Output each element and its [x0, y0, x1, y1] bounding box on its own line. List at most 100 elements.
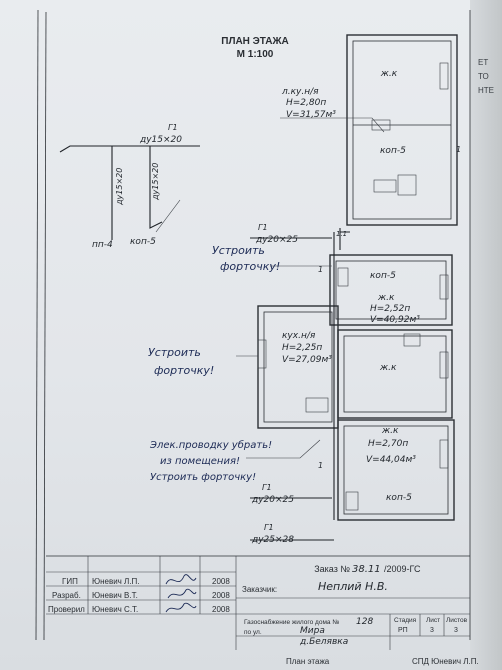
row3-role: Проверил — [48, 605, 85, 614]
note-meter-line1: Элек.проводку убрать! — [149, 439, 272, 451]
room4-label: ж.к — [379, 363, 397, 373]
heater-room5 — [345, 491, 359, 511]
customer-label: Заказчик: — [242, 585, 277, 594]
edge-fragment-3: НТЕ — [478, 86, 494, 95]
note-vent-2-line2: форточку! — [154, 364, 214, 377]
wall-block-room5-inner — [343, 425, 449, 515]
signature-2 — [167, 588, 197, 599]
project-house: 128 — [356, 617, 373, 627]
sheet-value: 3 — [430, 627, 434, 634]
room5-heater: коп-5 — [386, 493, 412, 503]
room3-volume: V=27,09м³ — [282, 355, 332, 365]
stage-head: Стадия — [394, 617, 417, 624]
boiler-unit — [397, 174, 417, 196]
signature-1 — [165, 574, 197, 585]
room5-volume: V=44,04м³ — [366, 455, 416, 465]
pipe-dy25x28: дy25×28 — [251, 535, 294, 545]
order-year: /2009-ГС — [384, 564, 421, 574]
title-block-right-cols — [389, 614, 445, 650]
leader-meter-note — [246, 439, 321, 459]
leader-top-room — [280, 117, 385, 133]
pipe-g1-mid: Г1 — [258, 223, 268, 232]
room5-height: H=2,70п — [368, 439, 408, 449]
sheets-head: Листов — [446, 617, 468, 624]
stove-kitchen — [305, 397, 329, 413]
pipe-dy20x25-low: дy20×25 — [251, 495, 294, 505]
window-kitchen — [257, 339, 267, 369]
title-block: Заказ № 38.11 /2009-ГС ГИП Юневич Л.П. 2… — [46, 555, 479, 666]
pipe-dy15x20: дy15×20 — [139, 135, 182, 145]
room2-label: ж.к — [377, 293, 395, 303]
window-room4 — [439, 351, 449, 379]
left-edge-line — [35, 9, 39, 641]
stage-value: РП — [398, 627, 408, 634]
wall-block-top — [346, 34, 458, 226]
window-top — [439, 62, 449, 90]
window-room5 — [439, 439, 449, 469]
drawing-name: План этажа — [286, 657, 330, 666]
row1-name: Юневич Л.П. — [92, 577, 140, 586]
note-vent-1-line2: форточку! — [220, 260, 280, 273]
wall-block-room4-inner — [343, 335, 447, 413]
room2-height: H=2,52п — [370, 304, 410, 314]
pipe-g1-bottom: Г1 — [264, 523, 274, 532]
room2-heater: коп-5 — [370, 271, 396, 281]
edge-fragment-2: ТО — [478, 72, 489, 81]
wall-block-kitchen-inner — [263, 311, 333, 423]
device-symbol — [155, 199, 181, 233]
underlying-sheet-edge: ЕТ ТО НТЕ — [470, 0, 502, 670]
device-pp4: пп-4 — [92, 240, 113, 250]
plan-scale: М 1:100 — [237, 49, 274, 60]
order-number: 38.11 — [352, 564, 381, 575]
heater-mid — [337, 267, 349, 287]
project-line2: по ул. — [244, 629, 262, 636]
sheet-head: Лист — [426, 617, 440, 624]
wall-block-mid — [329, 254, 453, 326]
row1-year: 2008 — [212, 577, 230, 586]
room3-label: кух.н/я — [282, 331, 316, 341]
top-room-name: л.ку.н/я — [281, 87, 319, 97]
room2-volume: V=40,92м³ — [370, 315, 420, 325]
wall-block-room5 — [337, 419, 455, 521]
pipe-dy20x25-mid: дy20×25 — [255, 235, 298, 245]
row2-year: 2008 — [212, 591, 230, 600]
title-block-right-rows — [236, 597, 470, 637]
pipe-left-drop-2 — [149, 146, 163, 229]
room-top-label: ж.к — [380, 69, 398, 79]
project-line1: Газоснабжение жилого дома № — [244, 618, 339, 626]
note-meter-line3: Устроить форточку! — [150, 472, 256, 483]
firm-name: СПД Юневич Л.П. — [412, 657, 479, 666]
pipe-left-branch — [59, 145, 200, 153]
riser-right-size: дy15×20 — [151, 163, 160, 201]
row1-role: ГИП — [62, 577, 78, 586]
pipe-g1-low: Г1 — [262, 483, 272, 492]
riser-left-size: дy15×20 — [115, 168, 124, 206]
row2-name: Юневич В.Т. — [92, 591, 138, 600]
riser-mark-2: 1 — [318, 265, 323, 274]
wall-block-mid-inner — [335, 260, 447, 320]
row3-name: Юневич С.Т. — [92, 605, 138, 614]
project-street: Мира — [300, 626, 325, 636]
project-village: д.Белявка — [299, 637, 348, 647]
order-label: Заказ № — [314, 564, 350, 574]
top-room-volume: V=31,57м³ — [286, 110, 336, 120]
wall-block-top-inner — [352, 40, 452, 220]
note-meter-line2: из помещения! — [160, 456, 240, 467]
door-room4 — [403, 333, 421, 347]
top-room-height: H=2,80п — [286, 98, 326, 108]
window-mid — [439, 274, 449, 300]
customer-name: Неплий Н.В. — [318, 580, 388, 593]
row2-role: Разраб. — [52, 591, 81, 600]
note-vent-1-line1: Устроить — [212, 244, 265, 257]
wall-block-kitchen — [257, 305, 339, 429]
title-block-rows — [46, 571, 236, 615]
pipe-g1-top: Г1 — [168, 123, 178, 132]
door-top — [371, 119, 391, 131]
signature-3 — [165, 602, 197, 613]
wall-block-room4 — [337, 329, 453, 419]
title-block-cols — [87, 556, 237, 650]
stove-unit — [373, 179, 397, 193]
sheets-value: 3 — [454, 627, 458, 634]
